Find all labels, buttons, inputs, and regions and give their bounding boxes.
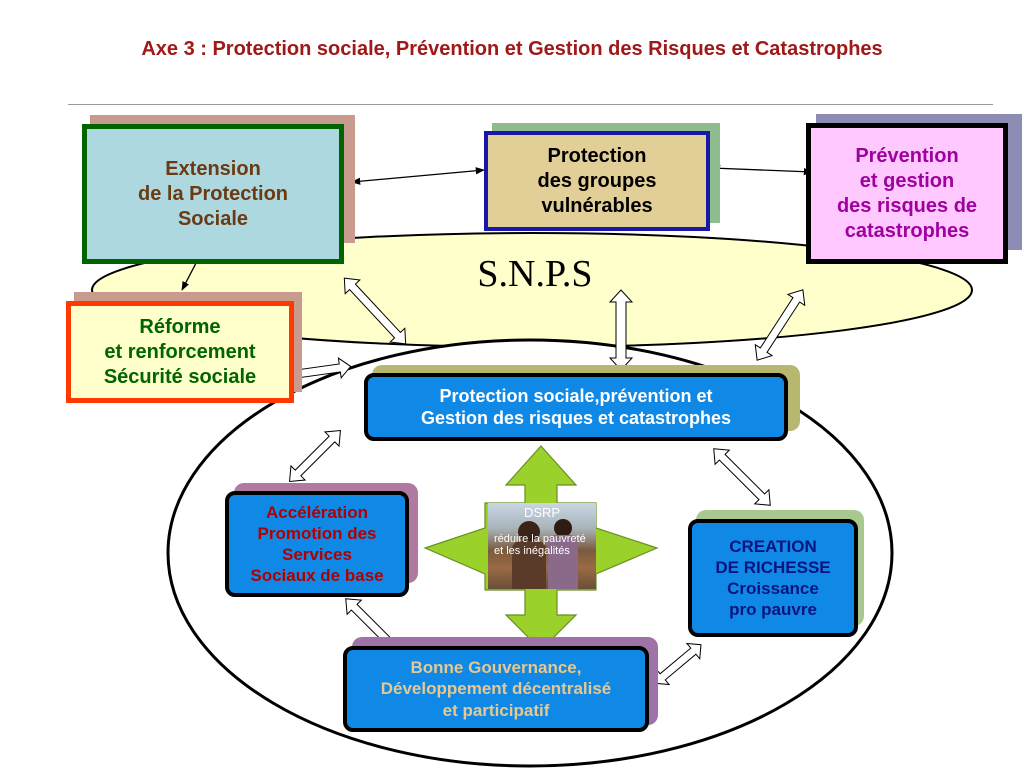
dsrp-label: DSRP [523,505,561,520]
reforme-label: Réforme et renforcement Sécurité sociale [103,315,257,388]
extension-label: Extension de la Protection Sociale [137,157,289,230]
protection-groupes-label: Protection des groupes vulnérables [537,144,657,217]
gouvernance-box: Bonne Gouvernance, Développement décentr… [343,646,649,732]
central-label: Protection sociale,prévention et Gestion… [420,385,732,429]
prevention-label: Prévention et gestion des risques de cat… [836,144,978,242]
creation-label: CREATION DE RICHESSE Croissance pro pauv… [715,536,831,620]
photo-figure [518,521,540,543]
dsrp-photo: DSRP réduire la pauvreté et les inégalit… [488,503,596,589]
acceleration-box: Accélération Promotion des Services Soci… [225,491,409,597]
central-protection-box: Protection sociale,prévention et Gestion… [364,373,788,441]
arrow-protection-prevention [711,164,813,176]
protection-groupes-box: Protection des groupes vulnérables [484,131,710,231]
creation-richesse-box: CREATION DE RICHESSE Croissance pro pauv… [688,519,858,637]
snps-label: S.N.P.S [477,253,593,295]
hollow-arrows [284,277,806,686]
photo-figure-2 [554,519,572,537]
dsrp-caption: réduire la pauvreté et les inégalités [494,533,586,558]
photo-figure-2-body [548,535,578,589]
reforme-box: Réforme et renforcement Sécurité sociale [66,301,294,403]
slide-title: Axe 3 : Protection sociale, Prévention e… [141,38,883,60]
title-divider [68,104,993,105]
photo-figure-body [512,541,546,589]
arrow-extension-protection [351,167,485,185]
prevention-box: Prévention et gestion des risques de cat… [806,123,1008,264]
extension-protection-sociale-box: Extension de la Protection Sociale [82,124,344,264]
acceleration-label: Accélération Promotion des Services Soci… [250,502,384,586]
gouvernance-label: Bonne Gouvernance, Développement décentr… [380,658,612,720]
